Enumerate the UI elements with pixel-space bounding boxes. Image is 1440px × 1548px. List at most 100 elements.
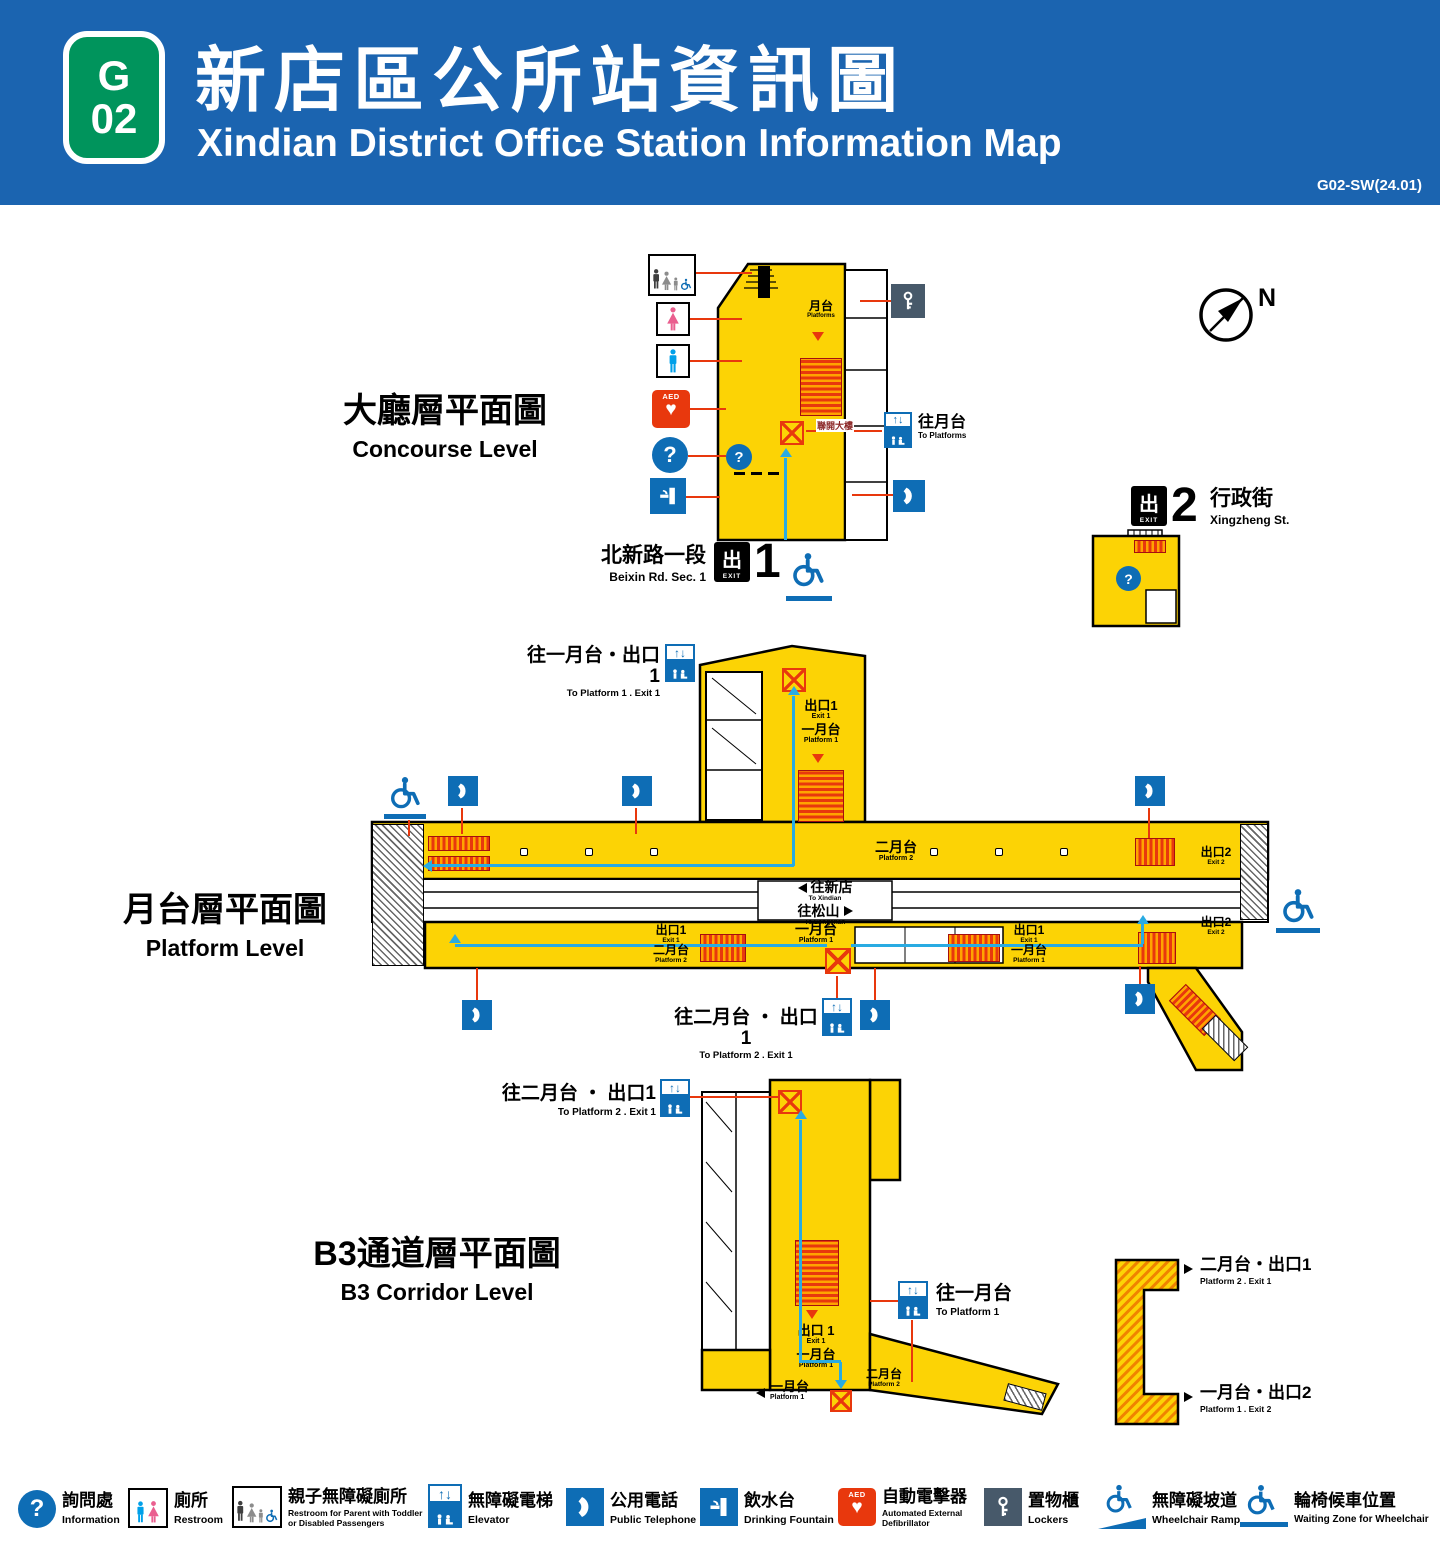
question-mark: ? bbox=[663, 442, 677, 467]
bottom-p2-en: Platform 2 bbox=[868, 1380, 900, 1388]
legend-item-ramp: 無障礙坡道 Wheelchair Ramp bbox=[1152, 1491, 1240, 1526]
platform-floor-plan bbox=[370, 644, 1270, 1072]
right-p1-en: Platform 1 bbox=[1013, 957, 1045, 965]
left-exit1-en: Exit 1 bbox=[662, 936, 680, 944]
exit1-road-label: 北新路一段 Beixin Rd. Sec. 1 bbox=[556, 544, 706, 584]
child-figure-icon bbox=[674, 277, 679, 291]
legend-en: Information bbox=[62, 1514, 120, 1527]
icon-leader-line bbox=[1148, 808, 1150, 838]
womens-restroom-icon bbox=[656, 302, 690, 336]
concourse-elevator-shaft bbox=[780, 421, 804, 445]
fountain-glyph bbox=[710, 1498, 727, 1516]
stair-hatch bbox=[1240, 824, 1268, 920]
exit2-lower-zh: 出口2 bbox=[1200, 915, 1232, 929]
legend-item-information: 詢問處 Information bbox=[62, 1491, 120, 1527]
up-arrow-icon: ↑ bbox=[831, 1000, 837, 1014]
platform-pillar bbox=[650, 848, 658, 856]
down-arrow-icon bbox=[812, 754, 824, 763]
down-arrow-icon: ↓ bbox=[913, 1283, 919, 1297]
right-exit1-en: Exit 1 bbox=[1020, 936, 1038, 944]
elevator-icon: ↑↓ bbox=[665, 644, 695, 682]
guide-top-label: 二月台・出口1 Platform 2 . Exit 1 bbox=[1200, 1255, 1312, 1287]
exit2-upper-zh: 出口2 bbox=[1200, 845, 1232, 859]
right-arrow-icon bbox=[1184, 1392, 1193, 1402]
b3-route-guide bbox=[1114, 1258, 1180, 1426]
b3-section-label: B3通道層平面圖 B3 Corridor Level bbox=[312, 1236, 562, 1305]
elevator-icon: ↑↓ bbox=[898, 1281, 928, 1319]
station-title-zh: 新店區公所站資訊圖 bbox=[195, 42, 907, 121]
legend-en: Elevator bbox=[468, 1514, 510, 1527]
down-arrow-icon bbox=[806, 1310, 818, 1319]
wheelchair-icon bbox=[391, 777, 420, 809]
left-p2-en: Platform 2 bbox=[655, 957, 687, 965]
exit1-number: 1 bbox=[754, 535, 781, 588]
female-figure-icon bbox=[667, 307, 679, 331]
route-zh: 往二月台 ・ 出口1 bbox=[501, 1083, 656, 1104]
icon-leader-line bbox=[476, 968, 478, 1000]
lockers-icon bbox=[984, 1488, 1022, 1526]
stalk-escalator bbox=[798, 770, 844, 822]
wheelchair-ramp-bar bbox=[384, 814, 426, 819]
elevator-passengers-icon bbox=[891, 436, 905, 445]
question-mark: ? bbox=[734, 448, 744, 466]
up-arrow-icon: ↑ bbox=[892, 414, 899, 426]
elevator-passengers-icon bbox=[830, 1023, 845, 1033]
platform-escalator bbox=[948, 934, 1000, 962]
exit2-lower-label: 出口2 Exit 2 bbox=[1192, 916, 1240, 936]
left-arrow-icon bbox=[797, 882, 807, 893]
child-figure-icon bbox=[258, 1509, 263, 1523]
down-arrow-icon: ↓ bbox=[680, 646, 686, 660]
stalk-exit1-zh: 出口1 bbox=[804, 698, 838, 713]
legend-en: Restroom for Parent with Toddler bbox=[288, 1508, 423, 1519]
platform-elevator-shaft bbox=[825, 948, 851, 974]
telephone-handset-glyph bbox=[632, 783, 640, 799]
legend-zh: 公用電話 bbox=[610, 1491, 678, 1510]
wheelchair-icon bbox=[1247, 1484, 1275, 1515]
map-version: G02-SW(24.01) bbox=[1316, 177, 1422, 194]
wheelchair-icon bbox=[680, 278, 692, 291]
accessible-route-line bbox=[851, 944, 1143, 947]
icon-leader-line bbox=[690, 1096, 778, 1098]
public-telephone-icon bbox=[566, 1488, 604, 1526]
stalk-p1-zh: 一月台 bbox=[801, 722, 841, 738]
telephone-handset-glyph bbox=[472, 1007, 480, 1023]
platform1-label: 一月台 Platform 1 bbox=[788, 921, 844, 945]
legend-item-lockers: 置物櫃 Lockers bbox=[1028, 1491, 1079, 1526]
stalk-destination-label: 出口1 Exit 1 一月台 Platform 1 bbox=[794, 698, 848, 745]
wheelchair-icon bbox=[793, 553, 824, 587]
public-telephone-icon bbox=[860, 1000, 890, 1030]
concourse-label-zh: 大廳層平面圖 bbox=[343, 392, 547, 430]
wheelchair-ramp-bar bbox=[1276, 928, 1320, 933]
icon-leader-line bbox=[696, 272, 752, 274]
legend-en: Waiting Zone for Wheelchair bbox=[1294, 1514, 1429, 1526]
route-to-platform1-exit1-label: 往一月台・出口1 To Platform 1 . Exit 1 bbox=[518, 645, 660, 700]
wheelchair-ramp-bar bbox=[786, 596, 832, 601]
guide-top-zh: 二月台・出口1 bbox=[1200, 1255, 1312, 1274]
icon-leader-line bbox=[461, 808, 463, 834]
elevator-passengers-icon bbox=[437, 1514, 453, 1525]
exit-word: EXIT bbox=[722, 573, 742, 580]
platforms-label-en: Platforms bbox=[807, 312, 835, 319]
route-to-platform2-exit1-label: 往二月台 ・ 出口1 To Platform 2 . Exit 1 bbox=[672, 1007, 820, 1062]
route-en: To Platform 2 . Exit 1 bbox=[557, 1106, 656, 1118]
legend-en2: Defibrillator bbox=[882, 1518, 930, 1529]
up-arrow-icon: ↑ bbox=[674, 646, 680, 660]
exit1-road-zh: 北新路一段 bbox=[601, 544, 706, 567]
exit2-road-label: 行政街 Xingzheng St. bbox=[1210, 487, 1289, 527]
icon-leader-line bbox=[870, 1300, 898, 1302]
fountain-glyph bbox=[660, 487, 675, 505]
aed-text: AED bbox=[662, 392, 680, 401]
legend-en: Restroom bbox=[174, 1514, 224, 1527]
exit2-escalator bbox=[1134, 540, 1166, 553]
mid-exit1-zh: 出口 1 bbox=[797, 1323, 835, 1338]
legend-en: Public Telephone bbox=[610, 1514, 697, 1527]
track-direction-box: 往新店 To Xindian 往松山 To Songshan bbox=[762, 879, 888, 926]
concourse-section-label: 大廳層平面圖 Concourse Level bbox=[320, 393, 570, 462]
icon-leader-line bbox=[1139, 966, 1141, 984]
to-songshan-zh: 往松山 bbox=[797, 902, 840, 919]
accessible-route-line bbox=[784, 458, 787, 540]
route-zh: 往一月台・出口1 bbox=[526, 645, 660, 687]
public-telephone-icon bbox=[462, 1000, 492, 1030]
platform-pillar bbox=[930, 848, 938, 856]
